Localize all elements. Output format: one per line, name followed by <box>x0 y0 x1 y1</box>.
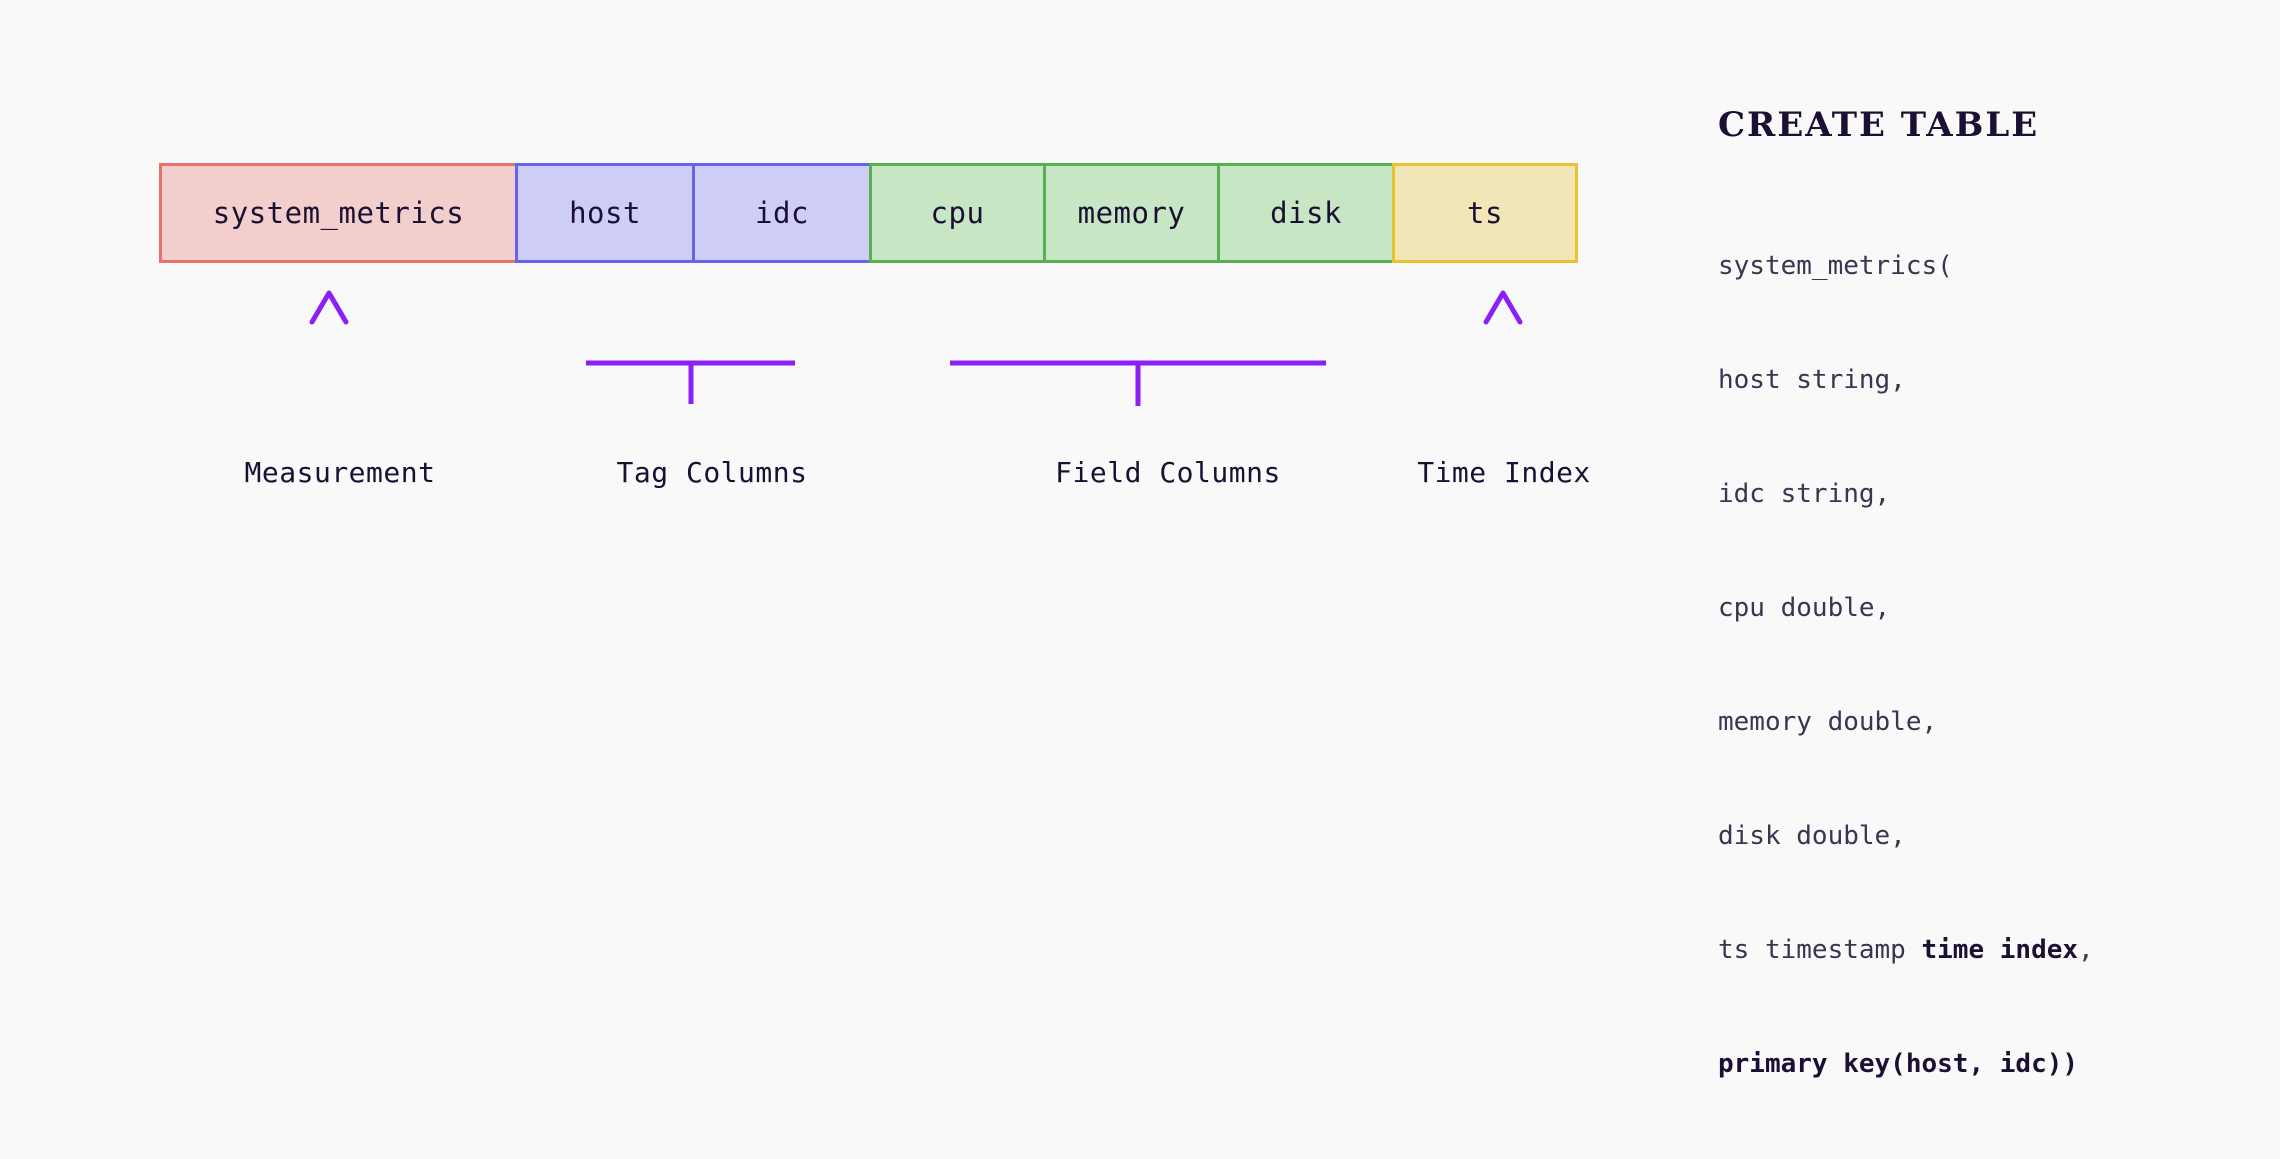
label-time-index: Time Index <box>1417 456 1591 489</box>
tag-columns-bracket-icon <box>585 300 796 404</box>
column-cell-cpu[interactable]: cpu <box>869 163 1046 263</box>
cell-label: ts <box>1467 196 1503 230</box>
column-cell-disk[interactable]: disk <box>1217 163 1395 263</box>
time-index-arrow-icon <box>1483 290 1523 404</box>
sql-line: disk double, <box>1718 821 1906 851</box>
cell-label: memory <box>1077 196 1186 230</box>
column-cell-host[interactable]: host <box>515 163 695 263</box>
cell-label: system_metrics <box>212 196 465 230</box>
create-table-statement: system_metrics( host string, idc string,… <box>1718 171 2238 1159</box>
column-cell-ts[interactable]: ts <box>1392 163 1578 263</box>
measurement-arrow-icon <box>309 290 349 402</box>
sql-line: idc string, <box>1718 479 1891 509</box>
sql-line: system_metrics( <box>1718 251 1953 281</box>
field-columns-bracket-icon <box>949 300 1327 406</box>
cell-label: host <box>569 196 641 230</box>
label-tag-columns: Tag Columns <box>616 456 808 489</box>
sql-line: host string, <box>1718 365 1906 395</box>
cell-label: disk <box>1270 196 1342 230</box>
cell-label: idc <box>755 196 809 230</box>
column-cell-idc[interactable]: idc <box>692 163 872 263</box>
sql-line: primary key(host, idc)) <box>1718 1049 2079 1079</box>
column-cell-memory[interactable]: memory <box>1043 163 1220 263</box>
column-cell-system-metrics[interactable]: system_metrics <box>159 163 518 263</box>
label-field-columns: Field Columns <box>1055 456 1281 489</box>
sql-line: cpu double, <box>1718 593 1891 623</box>
sql-line: ts timestamp time index, <box>1718 935 2094 965</box>
diagram-canvas: system_metrics host idc cpu memory disk … <box>159 105 2094 1079</box>
cell-label: cpu <box>930 196 985 230</box>
create-table-panel: CREATE TABLE system_metrics( host string… <box>1718 105 2238 1159</box>
create-table-heading: CREATE TABLE <box>1718 105 2040 145</box>
sql-line: memory double, <box>1718 707 1938 737</box>
schema-bar: system_metrics host idc cpu memory disk … <box>159 163 1578 263</box>
label-measurement: Measurement <box>244 456 436 489</box>
